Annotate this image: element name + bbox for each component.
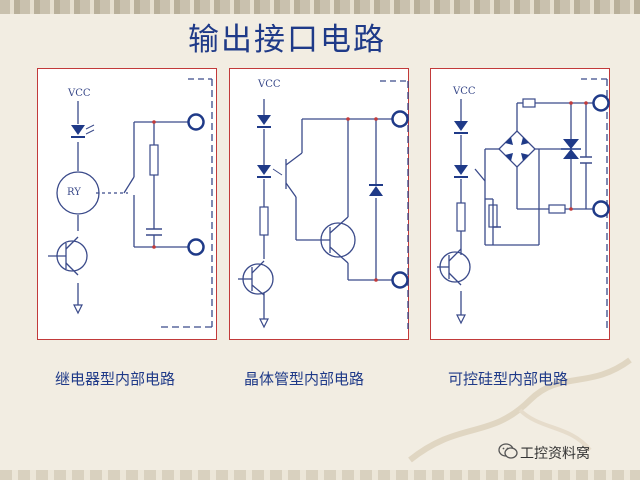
decorative-bottom-border — [0, 470, 640, 480]
brand-name: 工控资料窝 — [520, 446, 590, 462]
background-ornament — [408, 357, 632, 463]
transistor-circuit-panel: VCC — [229, 68, 409, 340]
relay-caption: 继电器型内部电路 — [55, 370, 176, 388]
transistor-caption: 晶体管型内部电路 — [244, 370, 365, 388]
vcc-label: VCC — [258, 79, 281, 90]
triac-circuit-panel: VCC — [430, 68, 610, 340]
triac-caption: 可控硅型内部电路 — [448, 370, 569, 388]
decorative-top-border — [0, 0, 640, 14]
transistor-circuit-diagram — [238, 80, 409, 329]
vcc-label: VCC — [453, 86, 476, 97]
slide-title: 输出接口电路 — [188, 22, 386, 58]
relay-label: RY — [67, 187, 81, 198]
relay-circuit-panel: VCC RY — [37, 68, 217, 340]
relay-circuit-diagram — [48, 78, 213, 328]
triac-circuit-diagram — [437, 78, 610, 329]
wechat-icon — [498, 443, 518, 459]
vcc-label: VCC — [68, 88, 91, 99]
